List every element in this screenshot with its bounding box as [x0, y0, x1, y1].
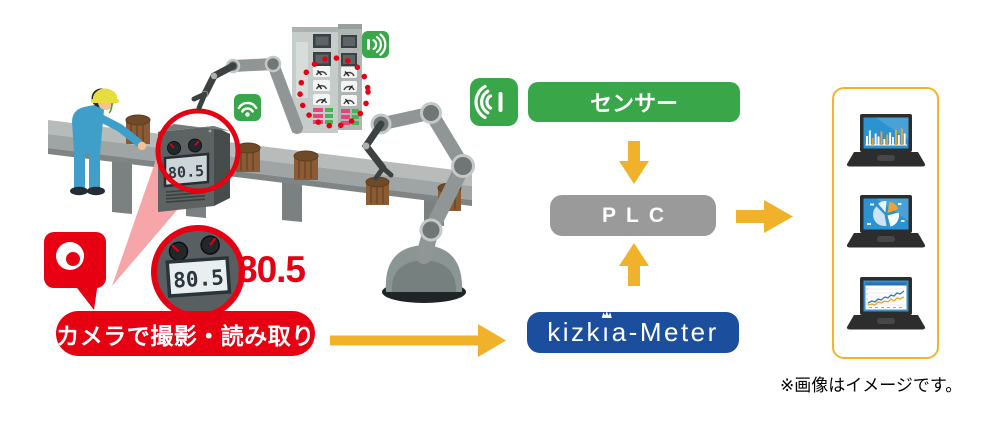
red-dotted-circle: [297, 55, 371, 129]
gauge-panel: [313, 66, 357, 106]
camera-icon: [44, 232, 106, 310]
factory-line-illustration: 80.5: [44, 24, 475, 319]
laptop-pie-chart: [846, 195, 925, 248]
machine-lcd-value: 80.5: [167, 162, 204, 182]
bar-chart-icon: [865, 128, 907, 145]
arrow-right-long-icon: [330, 324, 506, 357]
sensor-label-box: センサー: [528, 82, 740, 122]
laptop-line-chart: [846, 276, 925, 329]
laptop-bar-chart: [846, 113, 925, 166]
robot-arm-small: [191, 55, 303, 134]
conveyor-belt: [48, 120, 472, 226]
meter-reading-value: 80.5: [237, 249, 306, 290]
sound-waves-right-icon: [362, 31, 389, 58]
server-rack: [292, 24, 362, 133]
line-chart-icon: [865, 282, 906, 309]
red-highlight-circle: [155, 108, 241, 194]
magnified-meter: 80.5: [151, 225, 245, 319]
arrow-up-icon: [619, 243, 649, 286]
plc-label: PLC: [602, 203, 674, 227]
sensor-label: センサー: [589, 91, 678, 116]
sound-waves-left-icon: [470, 78, 518, 126]
image-disclaimer-note: ※画像はイメージです。: [780, 376, 963, 395]
log-item: [365, 176, 390, 205]
worker: [70, 88, 147, 196]
magnified-lcd-value: 80.5: [172, 265, 224, 292]
meter-machine: 80.5: [158, 124, 230, 212]
robot-arm-large: [361, 102, 475, 303]
arrow-down-icon: [619, 141, 649, 184]
crown-mark-icon: [601, 311, 612, 318]
plc-label-box: PLC: [550, 195, 716, 236]
arrow-right-big-icon: [736, 200, 793, 233]
output-monitors-panel: [832, 87, 939, 359]
log-item: [293, 150, 319, 180]
pie-chart-icon: [866, 200, 904, 227]
wifi-icon: [234, 94, 261, 121]
camera-caption-label: カメラで撮影・読み取り: [56, 311, 315, 356]
camera-caption-text: カメラで撮影・読み取り: [56, 322, 315, 349]
log-item: [235, 142, 261, 172]
